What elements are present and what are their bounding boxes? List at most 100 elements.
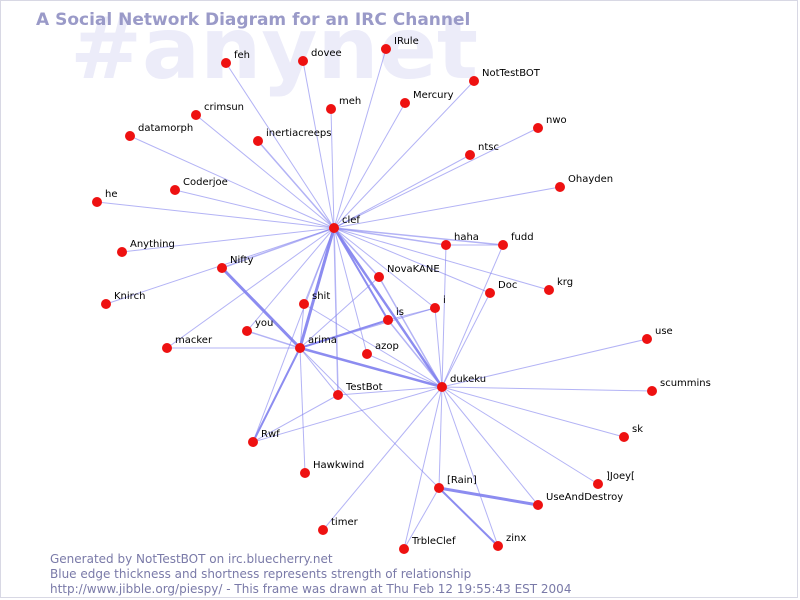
edge-NovaKANE-dukeku	[378, 276, 443, 388]
edge-clef-Doc	[333, 227, 491, 294]
node-you: you	[242, 318, 273, 336]
node-label: ]Joey[	[606, 471, 635, 482]
channel-watermark: #anynet	[70, 0, 478, 99]
edge-Rain-UseAndDestroy	[438, 486, 539, 507]
node-i: i	[430, 295, 446, 313]
edge-clef-you	[246, 227, 335, 332]
node-dot	[381, 44, 391, 54]
edge-fudd-dukeku	[441, 244, 504, 388]
node-label: scummins	[660, 378, 711, 389]
edge-clef-datamorph	[129, 135, 335, 229]
node-haha: haha	[441, 232, 479, 250]
edge-clef-Ohayden	[333, 186, 561, 229]
node-sk: sk	[619, 424, 643, 442]
node-dot	[485, 288, 495, 298]
node-label: Rwf	[261, 429, 280, 440]
node-label: UseAndDestroy	[546, 492, 623, 503]
node-is: is	[383, 307, 404, 325]
node-label: NovaKANE	[387, 264, 440, 275]
node-label: you	[255, 318, 273, 329]
node-dot	[300, 468, 310, 478]
node-label: sk	[632, 424, 643, 435]
node-dot	[170, 185, 180, 195]
edge-arima-Rwf	[252, 347, 301, 443]
node-macker: macker	[162, 335, 213, 353]
node-dot	[318, 525, 328, 535]
node-label: dovee	[311, 48, 342, 59]
edge-arima-you	[246, 330, 301, 349]
edge-dukeku-TestBot	[337, 386, 443, 396]
edge-clef-he	[96, 201, 335, 229]
node-NotTestBOT: NotTestBOT	[469, 68, 541, 86]
footer-timestamp: http://www.jibble.org/piespy/ - This fra…	[50, 582, 572, 596]
edge-clef-fudd	[333, 227, 504, 246]
footer: Generated by NotTestBOT on irc.bluecherr…	[50, 552, 571, 597]
node-fudd: fudd	[498, 232, 534, 250]
edge-arima-Rain	[299, 347, 440, 489]
node-label: Ohayden	[568, 174, 613, 185]
node-label: is	[396, 307, 404, 318]
edge-clef-i	[333, 227, 436, 309]
node-label: NotTestBOT	[482, 68, 541, 79]
node-dot	[253, 136, 263, 146]
edge-clef-haha	[333, 227, 447, 246]
node-dot	[248, 437, 258, 447]
node-label: azop	[375, 341, 399, 352]
node-dot	[191, 110, 201, 120]
node-dot	[117, 247, 127, 257]
edge-is-dukeku	[387, 319, 443, 388]
node-dot	[329, 223, 339, 233]
node-label: datamorph	[138, 123, 193, 134]
edge-dukeku-sk	[441, 386, 625, 438]
node-dot	[441, 240, 451, 250]
node-dot	[101, 299, 111, 309]
edge-clef-inertiacreeps	[257, 140, 335, 229]
node-Knirch: Knirch	[101, 291, 145, 309]
node-IRule: IRule	[381, 36, 419, 54]
edge-clef-NovaKANE	[333, 227, 380, 278]
edge-i-dukeku	[434, 307, 443, 388]
node-label: Mercury	[413, 90, 454, 101]
edge-TestBot-Rwf	[252, 394, 339, 443]
node-label: IRule	[394, 36, 419, 47]
node-label: feh	[234, 50, 250, 61]
node-dukeku: dukeku	[437, 374, 486, 392]
edge-arima-shit	[299, 303, 305, 349]
node-label: Coderjoe	[183, 177, 228, 188]
edge-clef-krg	[333, 227, 550, 291]
edge-dukeku-scummins	[441, 386, 653, 392]
node-Rain: [Rain]	[434, 475, 477, 493]
node-nwo: nwo	[533, 115, 567, 133]
node-dot	[326, 104, 336, 114]
node-UseAndDestroy: UseAndDestroy	[533, 492, 623, 510]
edge-arima-Hawkwind	[299, 347, 306, 474]
node-label: Knirch	[114, 291, 145, 302]
edge-clef-Mercury	[333, 102, 406, 229]
node-label: Doc	[498, 280, 517, 291]
node-zinx: zinx	[493, 533, 526, 551]
node-dot	[434, 483, 444, 493]
node-label: macker	[175, 335, 213, 346]
edge-arima-i	[299, 307, 436, 349]
node-he: he	[92, 189, 118, 207]
node-label: krg	[557, 277, 573, 288]
node-label: haha	[454, 232, 479, 243]
edge-arima-dukeku	[299, 346, 443, 389]
node-dot	[642, 334, 652, 344]
edge-clef-TestBot	[333, 227, 339, 396]
edge-dukeku-zinx	[441, 386, 499, 547]
edge-haha-dukeku	[441, 244, 447, 388]
edge-clef-arima	[298, 227, 336, 349]
edge-dukeku-TrbleClef	[403, 386, 443, 550]
node-dot	[437, 382, 447, 392]
node-ntsc: ntsc	[465, 142, 499, 160]
node-Nifty: Nifty	[217, 255, 254, 273]
footer-generated-by: Generated by NotTestBOT on irc.bluecherr…	[50, 552, 333, 566]
node-dot	[469, 76, 479, 86]
node-label: TrbleClef	[411, 536, 456, 547]
node-inertiacreeps: inertiacreeps	[253, 128, 331, 146]
node-feh: feh	[221, 50, 250, 68]
node-dot	[374, 272, 384, 282]
